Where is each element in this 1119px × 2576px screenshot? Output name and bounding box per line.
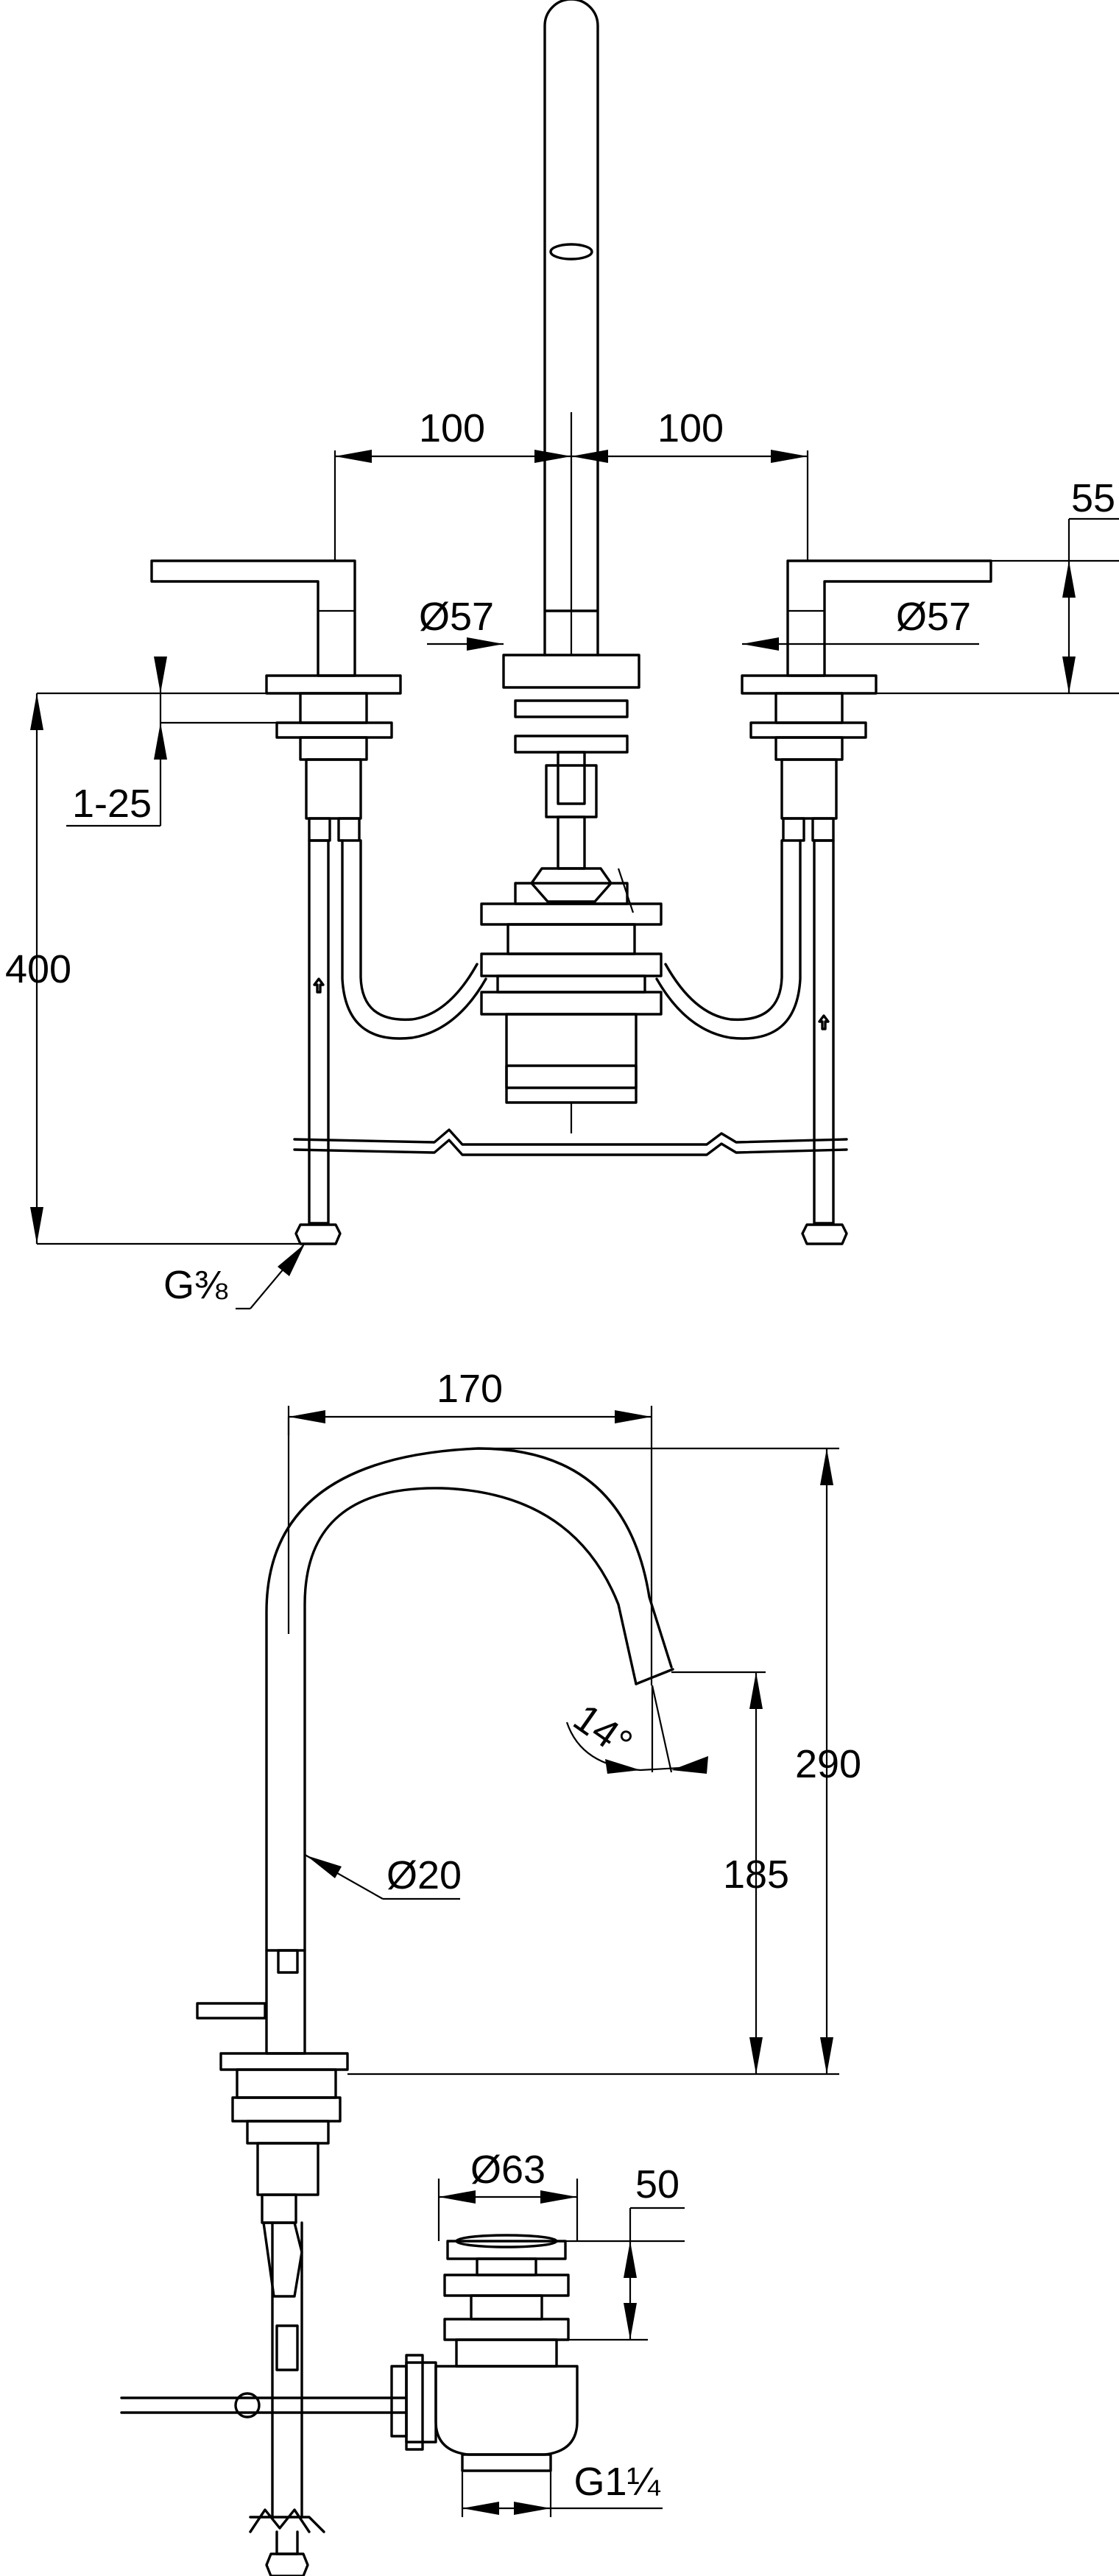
side-view: 170 290 185 14° Ø20 <box>120 1367 861 2576</box>
dim-lever-height <box>876 517 1119 695</box>
spout-side <box>120 1417 674 2576</box>
dim-connection-thread <box>236 1244 305 1310</box>
dim-spout-clearance <box>671 1671 766 2074</box>
dim-rosette-left <box>427 637 504 651</box>
dim-lever-height-label: 55 <box>1071 476 1115 520</box>
waste-valve <box>390 2234 579 2472</box>
dim-overall-height-label: 400 <box>5 947 71 991</box>
dim-total-height <box>347 1447 839 2076</box>
dim-spout-angle <box>565 1685 708 1774</box>
dim-deck-thickness <box>37 657 277 827</box>
dim-outlet-thread <box>461 2471 663 2517</box>
dim-plug-diameter <box>437 2179 579 2241</box>
dim-rosette-right-label: Ø57 <box>896 595 971 639</box>
dim-deck-thickness-label: 1-25 <box>72 782 152 826</box>
countertop-break-lines <box>293 1128 848 1156</box>
dim-total-height-label: 290 <box>795 1742 861 1786</box>
right-handle-valve <box>741 559 992 1245</box>
dim-spout-angle-label: 14° <box>565 1696 640 1766</box>
dim-spout-clearance-label: 185 <box>723 1853 789 1897</box>
front-view: 100 100 55 Ø57 Ø57 <box>5 0 1119 1310</box>
dim-projection-label: 170 <box>437 1367 503 1411</box>
dim-rosette-left-label: Ø57 <box>419 595 494 639</box>
dim-spacing-left: 100 <box>419 406 485 450</box>
dim-outlet-thread-label: G1¼ <box>573 2460 660 2504</box>
dim-spout-diameter <box>304 1854 460 1900</box>
dim-spacing <box>333 450 809 561</box>
dim-plug-diameter-label: Ø63 <box>470 2148 546 2192</box>
dim-overall-height <box>30 693 300 1245</box>
dim-rosette-right <box>742 637 979 651</box>
dim-spout-diameter-label: Ø20 <box>386 1853 462 1897</box>
dim-plug-height <box>557 2207 685 2341</box>
connection-hoses <box>341 839 802 1040</box>
left-handle-valve <box>150 559 402 1245</box>
spout-front <box>480 0 663 1133</box>
dim-spacing-right: 100 <box>657 406 724 450</box>
dim-connection-thread-label: G⅜ <box>163 1263 228 1307</box>
dim-projection <box>287 1406 653 1685</box>
dim-plug-height-label: 50 <box>635 2162 679 2207</box>
